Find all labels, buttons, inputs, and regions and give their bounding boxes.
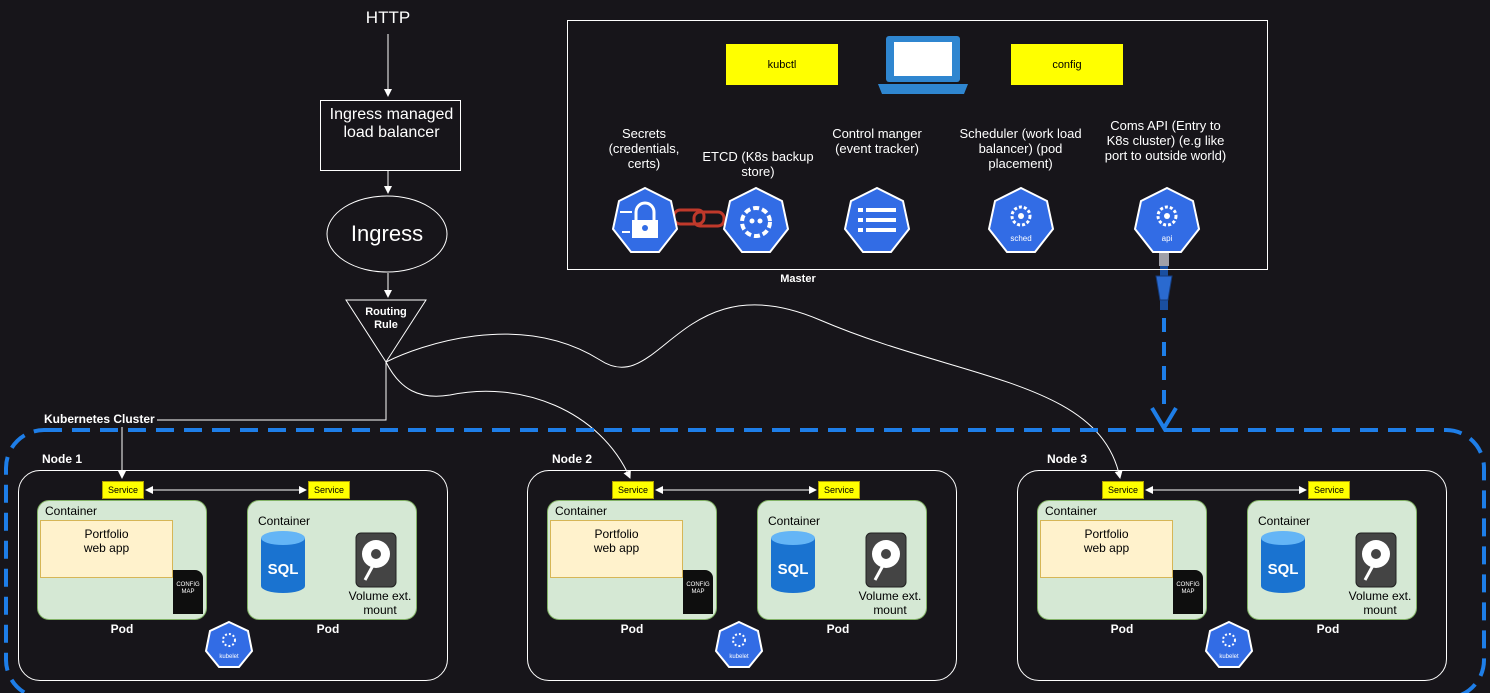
node-2-app-box: Portfolio web app [550, 520, 683, 578]
node-1-label: Node 1 [42, 452, 83, 466]
node-3-pod-label-b: Pod [1316, 622, 1340, 636]
node-3-disk-icon [1355, 532, 1397, 588]
node-3-configmap-icon: CONFIG MAP [1173, 570, 1203, 614]
node-1-sql-text: SQL [268, 561, 299, 578]
node-1-pod-label-a: Pod [110, 622, 134, 636]
node-1-app-container-label: Container [45, 504, 98, 518]
routing-to-node1-line [118, 362, 387, 479]
master-box [567, 20, 1268, 270]
ingress-label: Ingress [350, 221, 424, 246]
secrets-label: Secrets (credentials, certs) [608, 126, 680, 171]
etcd-label: ETCD (K8s backup store) [702, 149, 814, 179]
node-3-app-container-label: Container [1045, 504, 1098, 518]
node-1-app-label: Portfolio web app [83, 527, 130, 556]
node-2-app-label: Portfolio web app [593, 527, 640, 556]
node-2-app-container-label: Container [555, 504, 608, 518]
node-1-pod-label-b: Pod [316, 622, 340, 636]
laptop-icon [878, 36, 968, 94]
node-2-configmap-icon: CONFIG MAP [683, 570, 713, 614]
config-box: config [1011, 44, 1123, 85]
node-1-service-b: Service [308, 481, 350, 499]
routing-rule-label: Routing Rule [365, 306, 407, 331]
node-3 [1017, 470, 1447, 681]
node-1-service-a: Service [102, 481, 144, 499]
node-2-service-b: Service [818, 481, 860, 499]
node-2-configmap-label: CONFIG MAP [686, 582, 710, 595]
node-1-volume-label: Volume ext. mount [348, 589, 412, 617]
api-icon: api [1133, 186, 1201, 253]
routing-to-node3-curve [385, 304, 1123, 479]
control-manager-label: Control manger (event tracker) [832, 126, 922, 156]
node-1-sql-icon: SQL [261, 531, 305, 593]
node-2-sql-icon: SQL [771, 531, 815, 593]
node-2 [527, 470, 957, 681]
api-icon-text: api [1162, 234, 1173, 243]
master-label: Master [780, 273, 816, 285]
node-2-sql-container-label: Container [768, 514, 821, 528]
node-3-app-label: Portfolio web app [1083, 527, 1130, 556]
http-label: HTTP [365, 8, 411, 27]
routing-to-node2-curve [385, 361, 631, 479]
node-3-pod-label-a: Pod [1110, 622, 1134, 636]
ingress-load-balancer: Ingress managed load balancer [320, 100, 461, 171]
list-icon [843, 186, 911, 253]
node-3-sql-text: SQL [1268, 561, 1299, 578]
node-1-configmap-label: CONFIG MAP [176, 582, 200, 595]
scheduler-label: Scheduler (work load balancer) (pod plac… [959, 126, 1082, 171]
sched-icon: sched [987, 186, 1055, 253]
node-2-sql-text: SQL [778, 561, 809, 578]
node-3-label: Node 3 [1047, 452, 1088, 466]
node-3-service-a: Service [1102, 481, 1144, 499]
node-1 [18, 470, 448, 681]
node-3-kubelet-icon: kubelet [1204, 620, 1254, 668]
ingress-lb-label: Ingress managed load balancer [329, 106, 454, 142]
svg-text:kubelet: kubelet [729, 654, 749, 660]
node-1-sql-container-label: Container [258, 514, 311, 528]
node-2-kubelet-icon: kubelet [714, 620, 764, 668]
node-2-pod-label-a: Pod [620, 622, 644, 636]
node-3-sql-container-label: Container [1258, 514, 1311, 528]
node-1-disk-icon [355, 532, 397, 588]
routing-rule-shape [345, 299, 427, 363]
kubctl-box: kubctl [726, 44, 838, 85]
cluster-label: Kubernetes Cluster [42, 412, 157, 427]
node-3-app-box: Portfolio web app [1040, 520, 1173, 578]
node-1-kubelet-icon: kubelet [204, 620, 254, 668]
node-3-sql-icon: SQL [1261, 531, 1305, 593]
node-2-pod-label-b: Pod [826, 622, 850, 636]
coms-api-label: Coms API (Entry to K8s cluster) (e.g lik… [1104, 118, 1227, 163]
node-2-volume-label: Volume ext. mount [858, 589, 922, 617]
node-2-disk-icon [865, 532, 907, 588]
svg-text:kubelet: kubelet [1219, 654, 1239, 660]
node-3-volume-label: Volume ext. mount [1348, 589, 1412, 617]
node-3-service-b: Service [1308, 481, 1350, 499]
node-3-configmap-label: CONFIG MAP [1176, 582, 1200, 595]
node-2-label: Node 2 [552, 452, 593, 466]
etcd-icon [722, 186, 790, 253]
ingress-shape [326, 195, 448, 273]
node-1-configmap-icon: CONFIG MAP [173, 570, 203, 614]
cluster-boundary [4, 428, 1486, 693]
node-2-service-a: Service [612, 481, 654, 499]
sched-icon-text: sched [1010, 234, 1031, 243]
lock-icon [611, 186, 679, 253]
node-1-app-box: Portfolio web app [40, 520, 173, 578]
svg-text:kubelet: kubelet [219, 654, 239, 660]
